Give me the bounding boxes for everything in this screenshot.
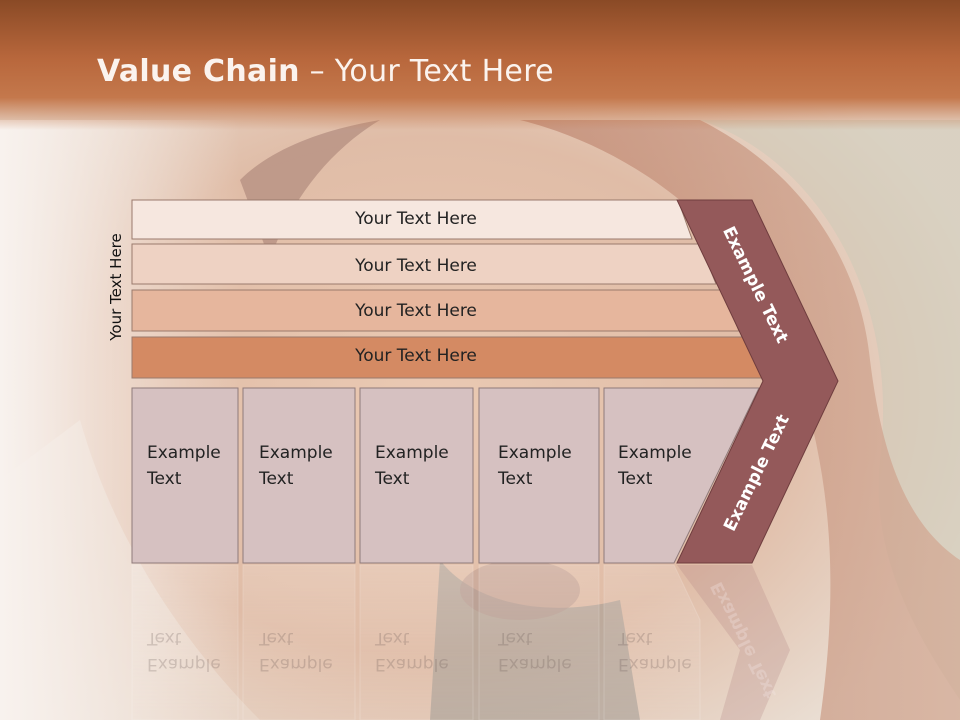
box-reflection-label-1-line1: Example [147,654,221,674]
chevron-reflection [677,565,790,720]
title-bold: Value Chain [97,54,300,89]
box-reflection-label-3-line1: Example [375,654,449,674]
box-reflection-label-1-line2: Text [147,628,182,648]
bar-label-4: Your Text Here [355,346,477,366]
support-bar-1 [131,199,693,240]
bar-label-3: Your Text Here [355,301,477,321]
box-reflection-label-4-line2: Text [498,628,533,648]
box-label-5-line2: Text [618,469,653,489]
box-label-5-line1: Example [618,443,692,463]
primary-box-4 [478,387,600,564]
box-reflection-label-3: Example Text [375,625,449,677]
box-reflection-label-3-line2: Text [375,628,410,648]
slide-title: Value Chain – Your Text Here [97,54,554,89]
primary-box-5 [603,387,760,564]
primary-box-3 [359,387,474,564]
bar-label-1: Your Text Here [355,209,477,229]
box-reflection-label-5-line1: Example [618,654,692,674]
title-banner [0,0,960,130]
reflection-box-3 [359,564,474,720]
box-reflection-label-2-line1: Example [259,654,333,674]
boxes-reflection [131,564,701,720]
box-reflection-label-5: Example Text [618,625,692,677]
box-reflection-label-5-line2: Text [618,628,653,648]
bar-label-2: Your Text Here [355,256,477,276]
box-label-2-line2: Text [259,469,294,489]
box-label-4-line2: Text [498,469,533,489]
box-label-2-line1: Example [259,443,333,463]
primary-box-2 [242,387,356,564]
reflection-box-4 [478,564,600,720]
box-reflection-label-2-line2: Text [259,628,294,648]
box-reflection-label-4-line1: Example [498,654,572,674]
box-label-3-line2: Text [375,469,410,489]
title-rest: – Your Text Here [299,54,554,89]
reflection-box-2 [242,564,356,720]
box-label-1-line1: Example [147,443,221,463]
box-label-1-line2: Text [147,469,182,489]
box-reflection-label-1: Example Text [147,625,221,677]
reflection-box-1 [131,564,239,720]
box-reflection-label-2: Example Text [259,625,333,677]
box-label-4-line1: Example [498,443,572,463]
box-reflection-label-4: Example Text [498,625,572,677]
support-bar-2 [131,243,717,285]
box-label-3-line1: Example [375,443,449,463]
primary-box-1 [131,387,239,564]
reflection-box-5 [603,564,701,720]
margin-chevron [676,199,839,564]
